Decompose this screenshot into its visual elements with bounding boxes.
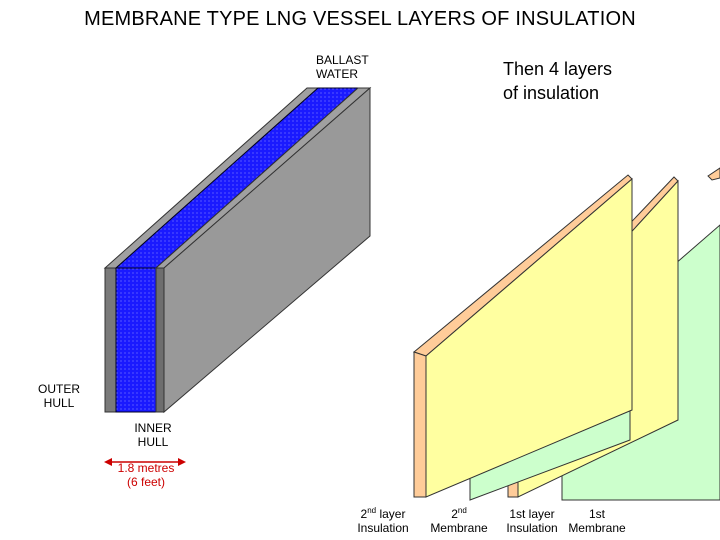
layer-label-2nd-membrane: 2nd Membrane: [430, 506, 488, 536]
ballast-water-label: BALLAST WATER: [316, 53, 369, 81]
hull-width-label: 1.8 metres (6 feet): [117, 461, 175, 489]
layer-2nd-insulation: [412, 174, 633, 498]
layer-label-1st-insulation: 1st layer Insulation: [506, 507, 558, 535]
outer-hull-label: OUTER HULL: [38, 382, 80, 410]
layer-label-1st-membrane: 1st Membrane: [568, 507, 626, 535]
width-arrow: [104, 458, 186, 466]
layer-label-2nd-insulation: 2nd layer Insulation: [357, 506, 409, 536]
inner-hull-label: INNER HULL: [134, 421, 172, 449]
inner-hull: [154, 86, 372, 414]
then-insulation-label: Then 4 layers of insulation: [503, 59, 613, 103]
ballast-water: [114, 87, 360, 413]
page-title: MEMBRANE TYPE LNG VESSEL LAYERS OF INSUL…: [84, 8, 636, 30]
layer-1st-membrane-edge: [707, 167, 720, 181]
